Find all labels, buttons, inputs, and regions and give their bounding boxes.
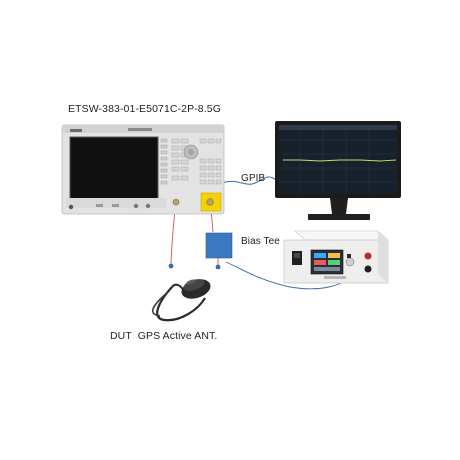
monitor-trace — [283, 159, 397, 162]
bias-tee-icon — [205, 232, 233, 259]
power-supply-icon — [283, 230, 389, 284]
bias-tee-connector-dot — [215, 264, 221, 270]
setup-title: ETSW-383-01-E5071C-2P-8.5G — [68, 103, 221, 115]
monitor-icon — [275, 121, 401, 220]
gps-antenna-icon — [151, 279, 211, 322]
gpib-cable — [221, 176, 277, 185]
dut-label: DUT GPS Active ANT. — [110, 330, 218, 342]
gpib-label: GPIB — [241, 173, 266, 184]
port1-connector-dot — [168, 263, 174, 269]
network-analyzer-icon — [61, 124, 225, 215]
bias-tee-label: Bias Tee — [241, 236, 280, 247]
analyzer-port1 — [172, 198, 180, 206]
